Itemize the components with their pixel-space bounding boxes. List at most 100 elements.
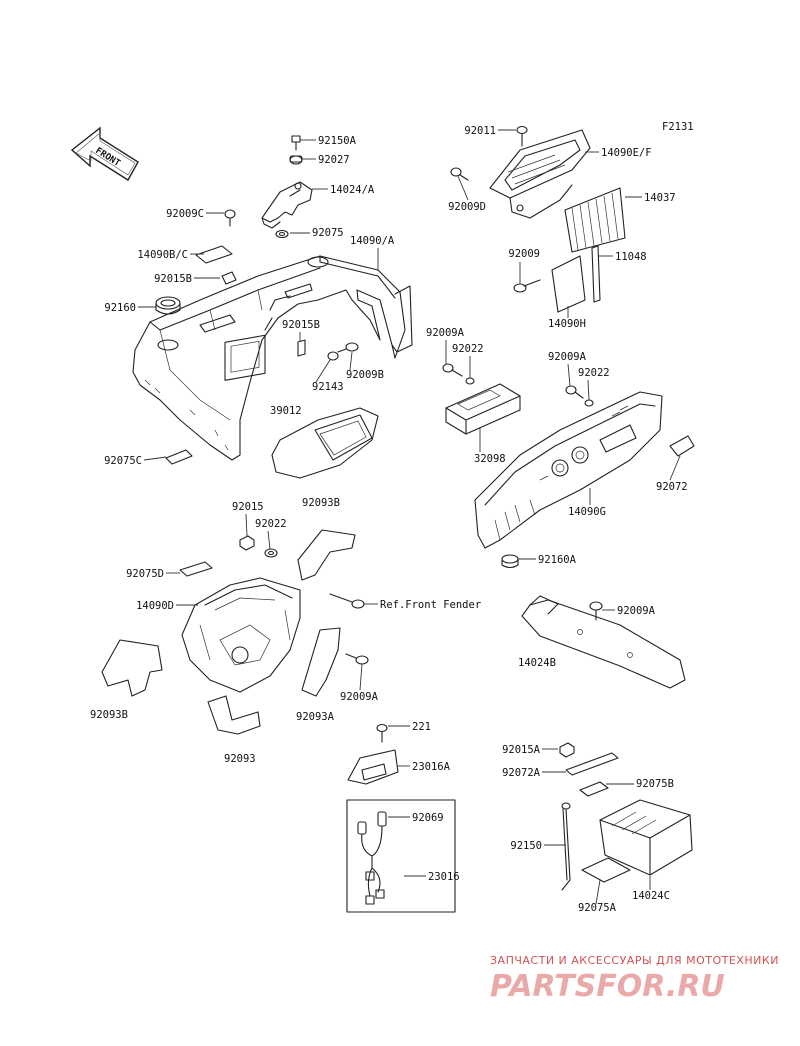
callout-leader-line bbox=[587, 379, 590, 401]
watermark-tagline: ЗАПЧАСТИ И АКСЕССУАРЫ ДЛЯ МОТОТЕХНИКИ bbox=[490, 954, 779, 967]
callout-label: 23016 bbox=[428, 871, 460, 883]
bolt-92009d-icon bbox=[450, 167, 469, 181]
callout-label: 92009A bbox=[340, 691, 379, 703]
callout-label: 14090E/F bbox=[601, 147, 652, 159]
nut-92015-icon bbox=[239, 535, 255, 551]
diagram-code: F2131 bbox=[662, 121, 694, 133]
nut-92027-icon bbox=[289, 155, 303, 165]
callout-leaders bbox=[138, 129, 681, 905]
nut-92015a-icon bbox=[559, 742, 575, 758]
clip-92015b-icon bbox=[221, 271, 237, 285]
switch-base-32098-part bbox=[445, 383, 521, 435]
callout-leader-line bbox=[359, 663, 363, 691]
bracket-11048-part bbox=[591, 245, 601, 303]
cover-39012-part bbox=[271, 407, 379, 479]
callout-label: 14090G bbox=[568, 506, 606, 518]
callout-label: 14037 bbox=[644, 192, 676, 204]
callout-label: 92009A bbox=[617, 605, 656, 617]
fuse-box-23016a-part bbox=[347, 749, 399, 785]
battery-case-14024c-part bbox=[599, 799, 693, 876]
callout-label: 92011 bbox=[464, 125, 496, 137]
bolt-92011-icon bbox=[516, 125, 528, 147]
bolt-221-icon bbox=[376, 723, 388, 743]
callout-label: 92093 bbox=[224, 753, 256, 765]
bracket-92093b-part bbox=[101, 639, 163, 697]
callout-label: 92160 bbox=[104, 302, 136, 314]
callout-label: 92027 bbox=[318, 154, 350, 166]
bolt-ref-front-fender-icon bbox=[329, 593, 365, 609]
front-panel-part bbox=[132, 255, 413, 461]
cover-14090ef-part bbox=[489, 129, 591, 219]
collar-92143-icon bbox=[327, 351, 339, 361]
callout-leader-line bbox=[267, 530, 271, 550]
callout-label: 92015A bbox=[502, 744, 541, 756]
callout-labels: 92150A9202714024/A92009C9207514090B/C140… bbox=[90, 125, 688, 914]
callout-label: 92009D bbox=[448, 201, 486, 213]
rod-92150-icon bbox=[561, 802, 571, 891]
callout-leader-line bbox=[457, 175, 469, 201]
callout-leader-line bbox=[669, 455, 681, 481]
bracket-14024b-part bbox=[521, 595, 686, 689]
callout-label: 92015B bbox=[282, 319, 320, 331]
callout-label: 14090D bbox=[136, 600, 174, 612]
callout-label: Ref.Front Fender bbox=[380, 599, 481, 611]
callout-label: 92009 bbox=[508, 248, 540, 260]
callout-label: 14024C bbox=[632, 890, 670, 902]
bolt-92009b-icon bbox=[337, 342, 359, 353]
callout-label: 92093B bbox=[302, 497, 340, 509]
callout-label: 92009A bbox=[548, 351, 587, 363]
pad-92075d-icon bbox=[179, 561, 213, 577]
callout-label: 92143 bbox=[312, 381, 344, 393]
plate-14090bc-icon bbox=[195, 245, 233, 264]
callout-label: 92022 bbox=[255, 518, 287, 530]
callout-label: 92075D bbox=[126, 568, 164, 580]
callout-leader-line bbox=[245, 513, 248, 537]
connector-92072-icon bbox=[669, 435, 695, 457]
callout-label: 39012 bbox=[270, 405, 302, 417]
callout-label: 92075A bbox=[578, 902, 617, 914]
strap-92072a-icon bbox=[565, 752, 619, 776]
callout-label: 14024/A bbox=[330, 184, 375, 196]
callout-label: 92072A bbox=[502, 767, 541, 779]
nut-92075-icon bbox=[275, 229, 289, 239]
bracket-upper-part bbox=[297, 529, 356, 581]
washer-92022-3-icon bbox=[264, 548, 278, 558]
callout-label: 32098 bbox=[474, 453, 506, 465]
harness-inset-box bbox=[346, 799, 456, 913]
dash-panel-14090g-part bbox=[474, 391, 663, 549]
callout-label: 92069 bbox=[412, 812, 444, 824]
grommet-part bbox=[155, 296, 181, 315]
callout-label: 92022 bbox=[578, 367, 610, 379]
callout-leader-line bbox=[349, 351, 353, 371]
bracket-92093-part bbox=[207, 695, 261, 735]
watermark-logo: PARTSFOR.RU bbox=[490, 969, 725, 1004]
callout-label: 92009A bbox=[426, 327, 465, 339]
callout-label: 92093A bbox=[296, 711, 335, 723]
callout-leader-line bbox=[567, 363, 571, 387]
washer-92022-icon bbox=[465, 377, 475, 385]
callout-label: 14090B/C bbox=[137, 249, 188, 261]
bolt-92150a-icon bbox=[291, 135, 301, 151]
callout-leader-line bbox=[315, 359, 331, 383]
bolt-92009c-icon bbox=[224, 209, 236, 227]
pad-92075a-icon bbox=[581, 857, 631, 883]
callout-label: 92075C bbox=[104, 455, 142, 467]
callout-label: 92015 bbox=[232, 501, 264, 513]
callout-label: 92015B bbox=[154, 273, 192, 285]
washer-92022-2-icon bbox=[584, 399, 594, 407]
callout-label: 92093B bbox=[90, 709, 128, 721]
bolt-92009-icon bbox=[513, 279, 541, 293]
pad-92075b-icon bbox=[579, 781, 609, 797]
callout-label: 92009B bbox=[346, 369, 384, 381]
bolt-92009a-3-icon bbox=[345, 653, 369, 665]
bolt-92009a-2-icon bbox=[565, 385, 584, 399]
callout-label: 11048 bbox=[615, 251, 647, 263]
callout-label: 92022 bbox=[452, 343, 484, 355]
callout-label: 92160A bbox=[538, 554, 577, 566]
bolt-92009a-4-icon bbox=[589, 601, 603, 621]
callout-label: 221 bbox=[412, 721, 431, 733]
callout-label: 92150A bbox=[318, 135, 357, 147]
callout-leader-line bbox=[595, 879, 601, 905]
